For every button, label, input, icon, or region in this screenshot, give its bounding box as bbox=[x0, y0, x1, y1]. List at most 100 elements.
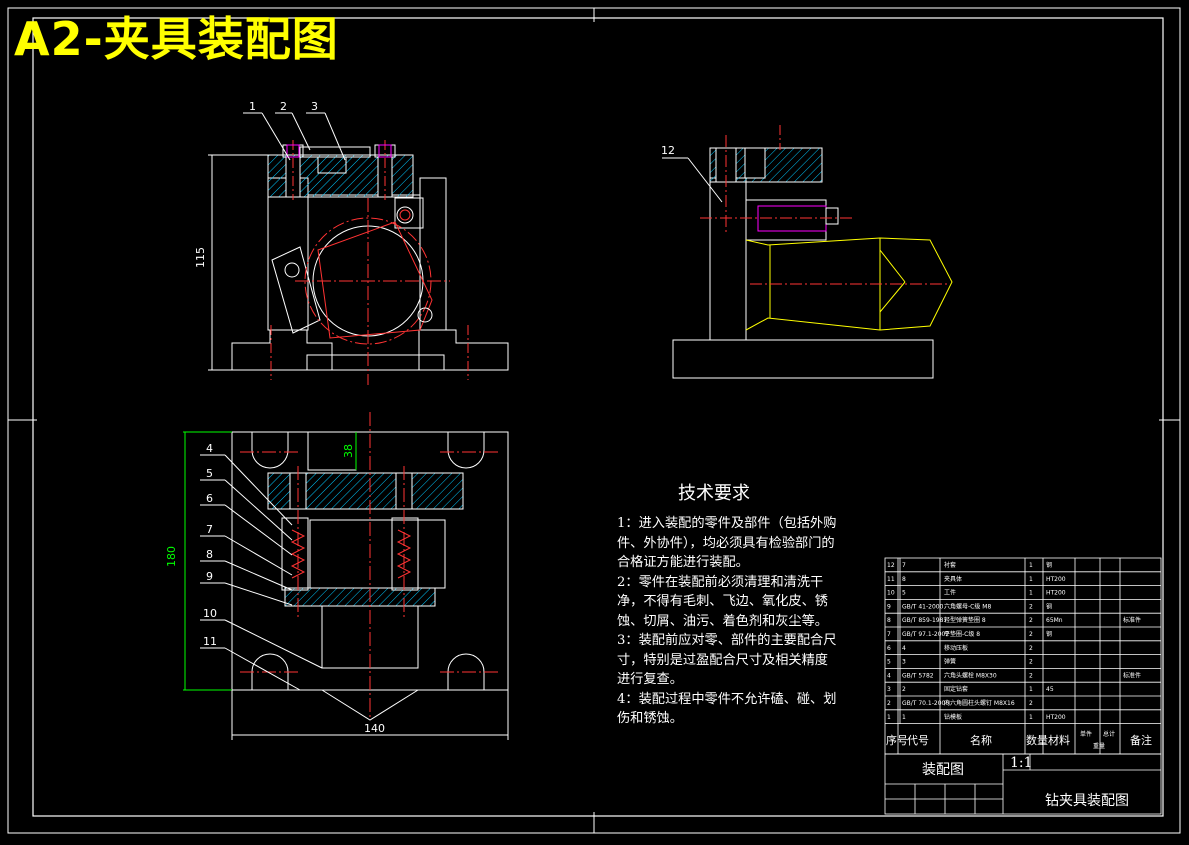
side-view-part bbox=[745, 237, 953, 331]
bom-cell-no: 9 bbox=[887, 603, 891, 610]
bom-cell-qty: 1 bbox=[1029, 562, 1033, 569]
top-view bbox=[183, 431, 509, 740]
bom-cell-note: 标准件 bbox=[1123, 616, 1141, 624]
bom-cell-code: 7 bbox=[902, 562, 906, 569]
bom-cell-name: 移动压板 bbox=[944, 644, 968, 652]
bom-cell-mat: HT200 bbox=[1046, 714, 1066, 721]
bom-cell-name: 平垫圈-C级 8 bbox=[944, 630, 980, 638]
bom-cell-no: 1 bbox=[887, 714, 891, 721]
bom-cell-qty: 1 bbox=[1029, 714, 1033, 721]
bom-cell-qty: 2 bbox=[1029, 672, 1033, 679]
title-block-name: 钻夹具装配图 bbox=[1045, 793, 1129, 809]
bom-cell-qty: 2 bbox=[1029, 631, 1033, 638]
bom-header-code: 代号 bbox=[907, 734, 929, 747]
tech-requirements: 1：进入装配的零件及部件（包括外购件、外协件），均必须具有检验部门的合格证方能进… bbox=[617, 514, 837, 729]
bom-cell-code: GB/T 5782 bbox=[902, 672, 934, 679]
bom-cell-name: 六角头螺栓 M8X30 bbox=[944, 671, 997, 679]
front-view-part bbox=[270, 140, 469, 385]
title-block-drawing: 装配图 bbox=[922, 762, 964, 778]
bom-cell-qty: 1 bbox=[1029, 590, 1033, 597]
callouts-top bbox=[200, 454, 323, 691]
bom-cell-mat: 钢 bbox=[1046, 561, 1052, 569]
callout-12: 12 bbox=[661, 144, 675, 157]
callout-6: 6 bbox=[206, 492, 213, 505]
title-block-scale: 1:1 bbox=[1010, 755, 1033, 771]
bom-cell-name: 工件 bbox=[944, 589, 956, 597]
bom-cell-mat: 65Mn bbox=[1046, 617, 1063, 624]
page-title: A2-夹具装配图 bbox=[14, 12, 339, 66]
bom-cell-qty: 2 bbox=[1029, 617, 1033, 624]
bom-cell-code: GB/T 859-1987 bbox=[902, 617, 947, 624]
callouts-front bbox=[243, 112, 346, 161]
bom-cell-qty: 2 bbox=[1029, 645, 1033, 652]
bom-header-qty: 数量 bbox=[1026, 734, 1048, 747]
tech-item-2: 2：零件在装配前必须清理和清洗干净，不得有毛刺、飞边、氧化皮、锈蚀、切屑、油污、… bbox=[617, 574, 828, 629]
tech-item-3: 3：装配前应对零、部件的主要配合尺寸，特别是过盈配合尺寸及相关精度进行复查。 bbox=[617, 633, 837, 687]
callout-8: 8 bbox=[206, 548, 213, 561]
bom-header-single: 单件 bbox=[1080, 730, 1092, 738]
tech-item-4: 4：装配过程中零件不允许磕、碰、划伤和锈蚀。 bbox=[617, 691, 837, 727]
bom-cell-no: 5 bbox=[887, 659, 891, 666]
bom-cell-no: 10 bbox=[887, 590, 895, 597]
bom-cell-mat: 钢 bbox=[1046, 602, 1052, 610]
callout-11: 11 bbox=[203, 635, 217, 648]
bom-cell-name: 衬套 bbox=[944, 561, 956, 569]
bom-header-mat: 材料 bbox=[1048, 733, 1070, 747]
dim-height-front: 115 bbox=[194, 247, 207, 268]
callout-2: 2 bbox=[280, 100, 287, 113]
bom-cell-no: 4 bbox=[887, 672, 891, 679]
bom-cell-no: 11 bbox=[887, 576, 895, 583]
dim-slot: 38 bbox=[342, 444, 355, 458]
bom-cell-qty: 1 bbox=[1029, 686, 1033, 693]
bom-cell-qty: 2 bbox=[1029, 700, 1033, 707]
bom-cell-code: GB/T 70.1-2000 bbox=[902, 700, 949, 707]
bom-cell-no: 12 bbox=[887, 562, 895, 569]
bom-cell-no: 7 bbox=[887, 631, 891, 638]
tech-requirements-heading: 技术要求 bbox=[678, 483, 750, 504]
sheet-border bbox=[7, 7, 1181, 834]
bom-cell-code: 3 bbox=[902, 659, 906, 666]
bom-cell-qty: 2 bbox=[1029, 659, 1033, 666]
callout-10: 10 bbox=[203, 607, 217, 620]
bom-cell-name: 钻模板 bbox=[944, 713, 962, 721]
bom-cell-name: 弹簧 bbox=[944, 658, 956, 666]
bom-cell-code: 5 bbox=[902, 590, 906, 597]
bom-cell-code: 1 bbox=[902, 714, 906, 721]
bom-table bbox=[884, 557, 1162, 815]
bom-cell-code: 2 bbox=[902, 686, 906, 693]
callout-4: 4 bbox=[206, 442, 213, 455]
callout-1: 1 bbox=[249, 100, 256, 113]
callout-9: 9 bbox=[206, 570, 213, 583]
bom-cell-name: 内六角圆柱头螺钉 M8X16 bbox=[944, 699, 1015, 707]
bom-cell-name: 轻型弹簧垫圈 8 bbox=[944, 616, 986, 624]
springs bbox=[290, 529, 412, 579]
dim-height-top: 180 bbox=[165, 546, 178, 567]
bom-header-no: 序号 bbox=[886, 733, 908, 747]
bom-cell-no: 2 bbox=[887, 700, 891, 707]
bom-cell-code: GB/T 97.1-2002 bbox=[902, 631, 949, 638]
top-view-centerlines bbox=[240, 412, 500, 720]
dim-width-top: 140 bbox=[364, 722, 385, 735]
bom-cell-qty: 1 bbox=[1029, 576, 1033, 583]
bom-cell-mat: 45 bbox=[1046, 686, 1054, 693]
bom-cell-note: 标准件 bbox=[1123, 671, 1141, 679]
callout-5: 5 bbox=[206, 467, 213, 480]
bom-header-name: 名称 bbox=[970, 733, 992, 747]
bom-cell-mat: HT200 bbox=[1046, 576, 1066, 583]
bom-cell-name: 夹具体 bbox=[944, 575, 962, 583]
bom-cell-no: 3 bbox=[887, 686, 891, 693]
bom-header-total: 总计 bbox=[1103, 730, 1115, 738]
bom-header-note: 备注 bbox=[1130, 733, 1152, 747]
bom-cell-name: 固定钻套 bbox=[944, 685, 968, 693]
tech-item-1: 1：进入装配的零件及部件（包括外购件、外协件），均必须具有检验部门的合格证方能进… bbox=[617, 516, 837, 570]
bom-cell-code: GB/T 41-2000 bbox=[902, 603, 944, 610]
side-view bbox=[662, 125, 934, 379]
bom-cell-name: 六角螺母-C级 M8 bbox=[944, 602, 991, 610]
bom-header-weight: 重量 bbox=[1093, 742, 1105, 750]
bom-cell-mat: 钢 bbox=[1046, 630, 1052, 638]
bom-cell-qty: 2 bbox=[1029, 603, 1033, 610]
callout-3: 3 bbox=[311, 100, 318, 113]
